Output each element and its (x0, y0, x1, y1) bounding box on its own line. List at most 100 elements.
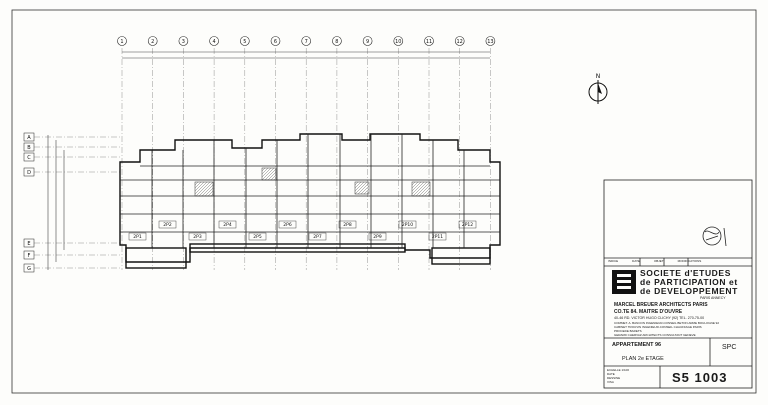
hatch-line (195, 181, 211, 197)
rev-col-1: INDICE (608, 259, 619, 263)
unit-label-box (278, 220, 297, 229)
unit-label: 2P10 (402, 222, 413, 228)
unit-label-box (158, 220, 177, 229)
row-bubble (23, 167, 35, 177)
unit-label: 2P1 (133, 234, 142, 240)
hatch-line (412, 181, 428, 197)
top-dimension-line (122, 51, 490, 59)
hatch-line (411, 181, 422, 192)
unit-label-box (218, 220, 237, 229)
column-bubble (393, 36, 404, 46)
column-bubble (424, 36, 434, 46)
column-bubble (454, 36, 465, 46)
column-bubble (209, 36, 219, 46)
rev-col-2: DATE (632, 259, 640, 263)
unit-label: 2P5 (253, 234, 262, 240)
unit-label: 2P7 (313, 234, 322, 240)
row-bubble (23, 238, 35, 248)
row-bubble (23, 152, 35, 162)
hatch-line (411, 181, 416, 186)
hatch-line (194, 181, 202, 189)
meta-date: DATE (607, 372, 615, 376)
hatch-line (366, 191, 370, 195)
hatch-line (357, 182, 370, 195)
row-bubble (23, 250, 35, 260)
column-label: 7 (305, 39, 308, 45)
column-bubble (332, 36, 342, 46)
hatch-line (418, 184, 431, 197)
row-bubble (23, 263, 35, 273)
building-outline (119, 133, 501, 269)
hatch-line (264, 168, 277, 181)
hatch-line (354, 181, 365, 192)
company-logo (612, 270, 636, 294)
architects: MARCEL BREUER ARCHITECTS PARIS (614, 302, 708, 308)
column-label: 8 (335, 39, 338, 45)
credit-c: PROCEDE BARETS (614, 329, 642, 333)
row-label: A (27, 135, 31, 141)
company-name-3: de DEVELOPPEMENT (640, 286, 738, 296)
hatch-line (360, 185, 370, 195)
unit-label-box (248, 232, 267, 241)
column-label: 2 (151, 39, 154, 45)
hatch-line (201, 184, 214, 197)
row-bubble (23, 132, 35, 142)
unit-label: 2P6 (283, 222, 292, 228)
approval-stamp (702, 226, 727, 247)
hatching (194, 167, 431, 197)
row-label: E (27, 241, 30, 247)
company-city: PARIS ANNECY (700, 296, 726, 300)
unit-label-box (188, 232, 207, 241)
credit-d: GERARD CHERVAZ ARCHITECTS CONSULTANT GEN… (614, 333, 696, 337)
unit-label: 2P4 (223, 222, 232, 228)
column-label: 11 (426, 39, 432, 45)
left-dimension-lines (47, 135, 65, 270)
unit-label: 2P12 (462, 222, 473, 228)
unit-label: 2P9 (373, 234, 382, 240)
column-bubble (270, 36, 281, 46)
credit-b: CABINET TROUVIN INGENIEUR-CONSEIL CHAUFF… (614, 325, 702, 329)
unit-label-box (458, 220, 477, 229)
credit-a: COMMET. A. BANCON INGENIEUR-CONSEIL BETO… (614, 321, 720, 325)
row-label: B (27, 145, 31, 151)
column-label: 12 (457, 39, 463, 45)
company-name-1: SOCIETE d'ETUDES (640, 268, 731, 278)
hatch-line (194, 181, 199, 186)
column-bubble (147, 36, 158, 46)
hatch-line (354, 181, 362, 189)
unit-label: 2P3 (193, 234, 202, 240)
unit-label-box (368, 232, 387, 241)
column-bubble (362, 36, 373, 46)
hatch-line (411, 181, 425, 195)
column-label: 5 (243, 39, 246, 45)
column-bubble (117, 36, 127, 46)
column-label: 4 (213, 39, 216, 45)
north-label: N (596, 73, 601, 80)
interior-walls (120, 134, 500, 248)
hatch-line (198, 181, 214, 197)
row-bubble (23, 142, 35, 152)
rev-col-4: MODIFICATIONS (677, 259, 702, 263)
hatch-line (421, 187, 431, 197)
address: 40-46 RD. VICTOR HUGO CLICHY (92) TEL. 2… (614, 316, 705, 320)
sheet-border (11, 9, 757, 394)
hatch-line (273, 177, 277, 181)
unit-label-box (308, 232, 327, 241)
column-label: 1 (120, 39, 123, 45)
column-label: 13 (487, 39, 493, 45)
co-te: CO.TE 84. MAITRE D'OUVRE (614, 309, 683, 315)
hatch-line (261, 167, 269, 175)
hatch-line (261, 167, 272, 178)
unit-label: 2P2 (163, 222, 172, 228)
column-label: 3 (182, 39, 185, 45)
hatch-line (415, 181, 431, 197)
unit-label: 2P11 (432, 234, 443, 240)
column-label: 9 (366, 39, 369, 45)
column-label: 10 (395, 39, 401, 45)
hatch-line (204, 187, 214, 197)
hatch-line (261, 167, 266, 172)
row-label: G (27, 266, 31, 272)
